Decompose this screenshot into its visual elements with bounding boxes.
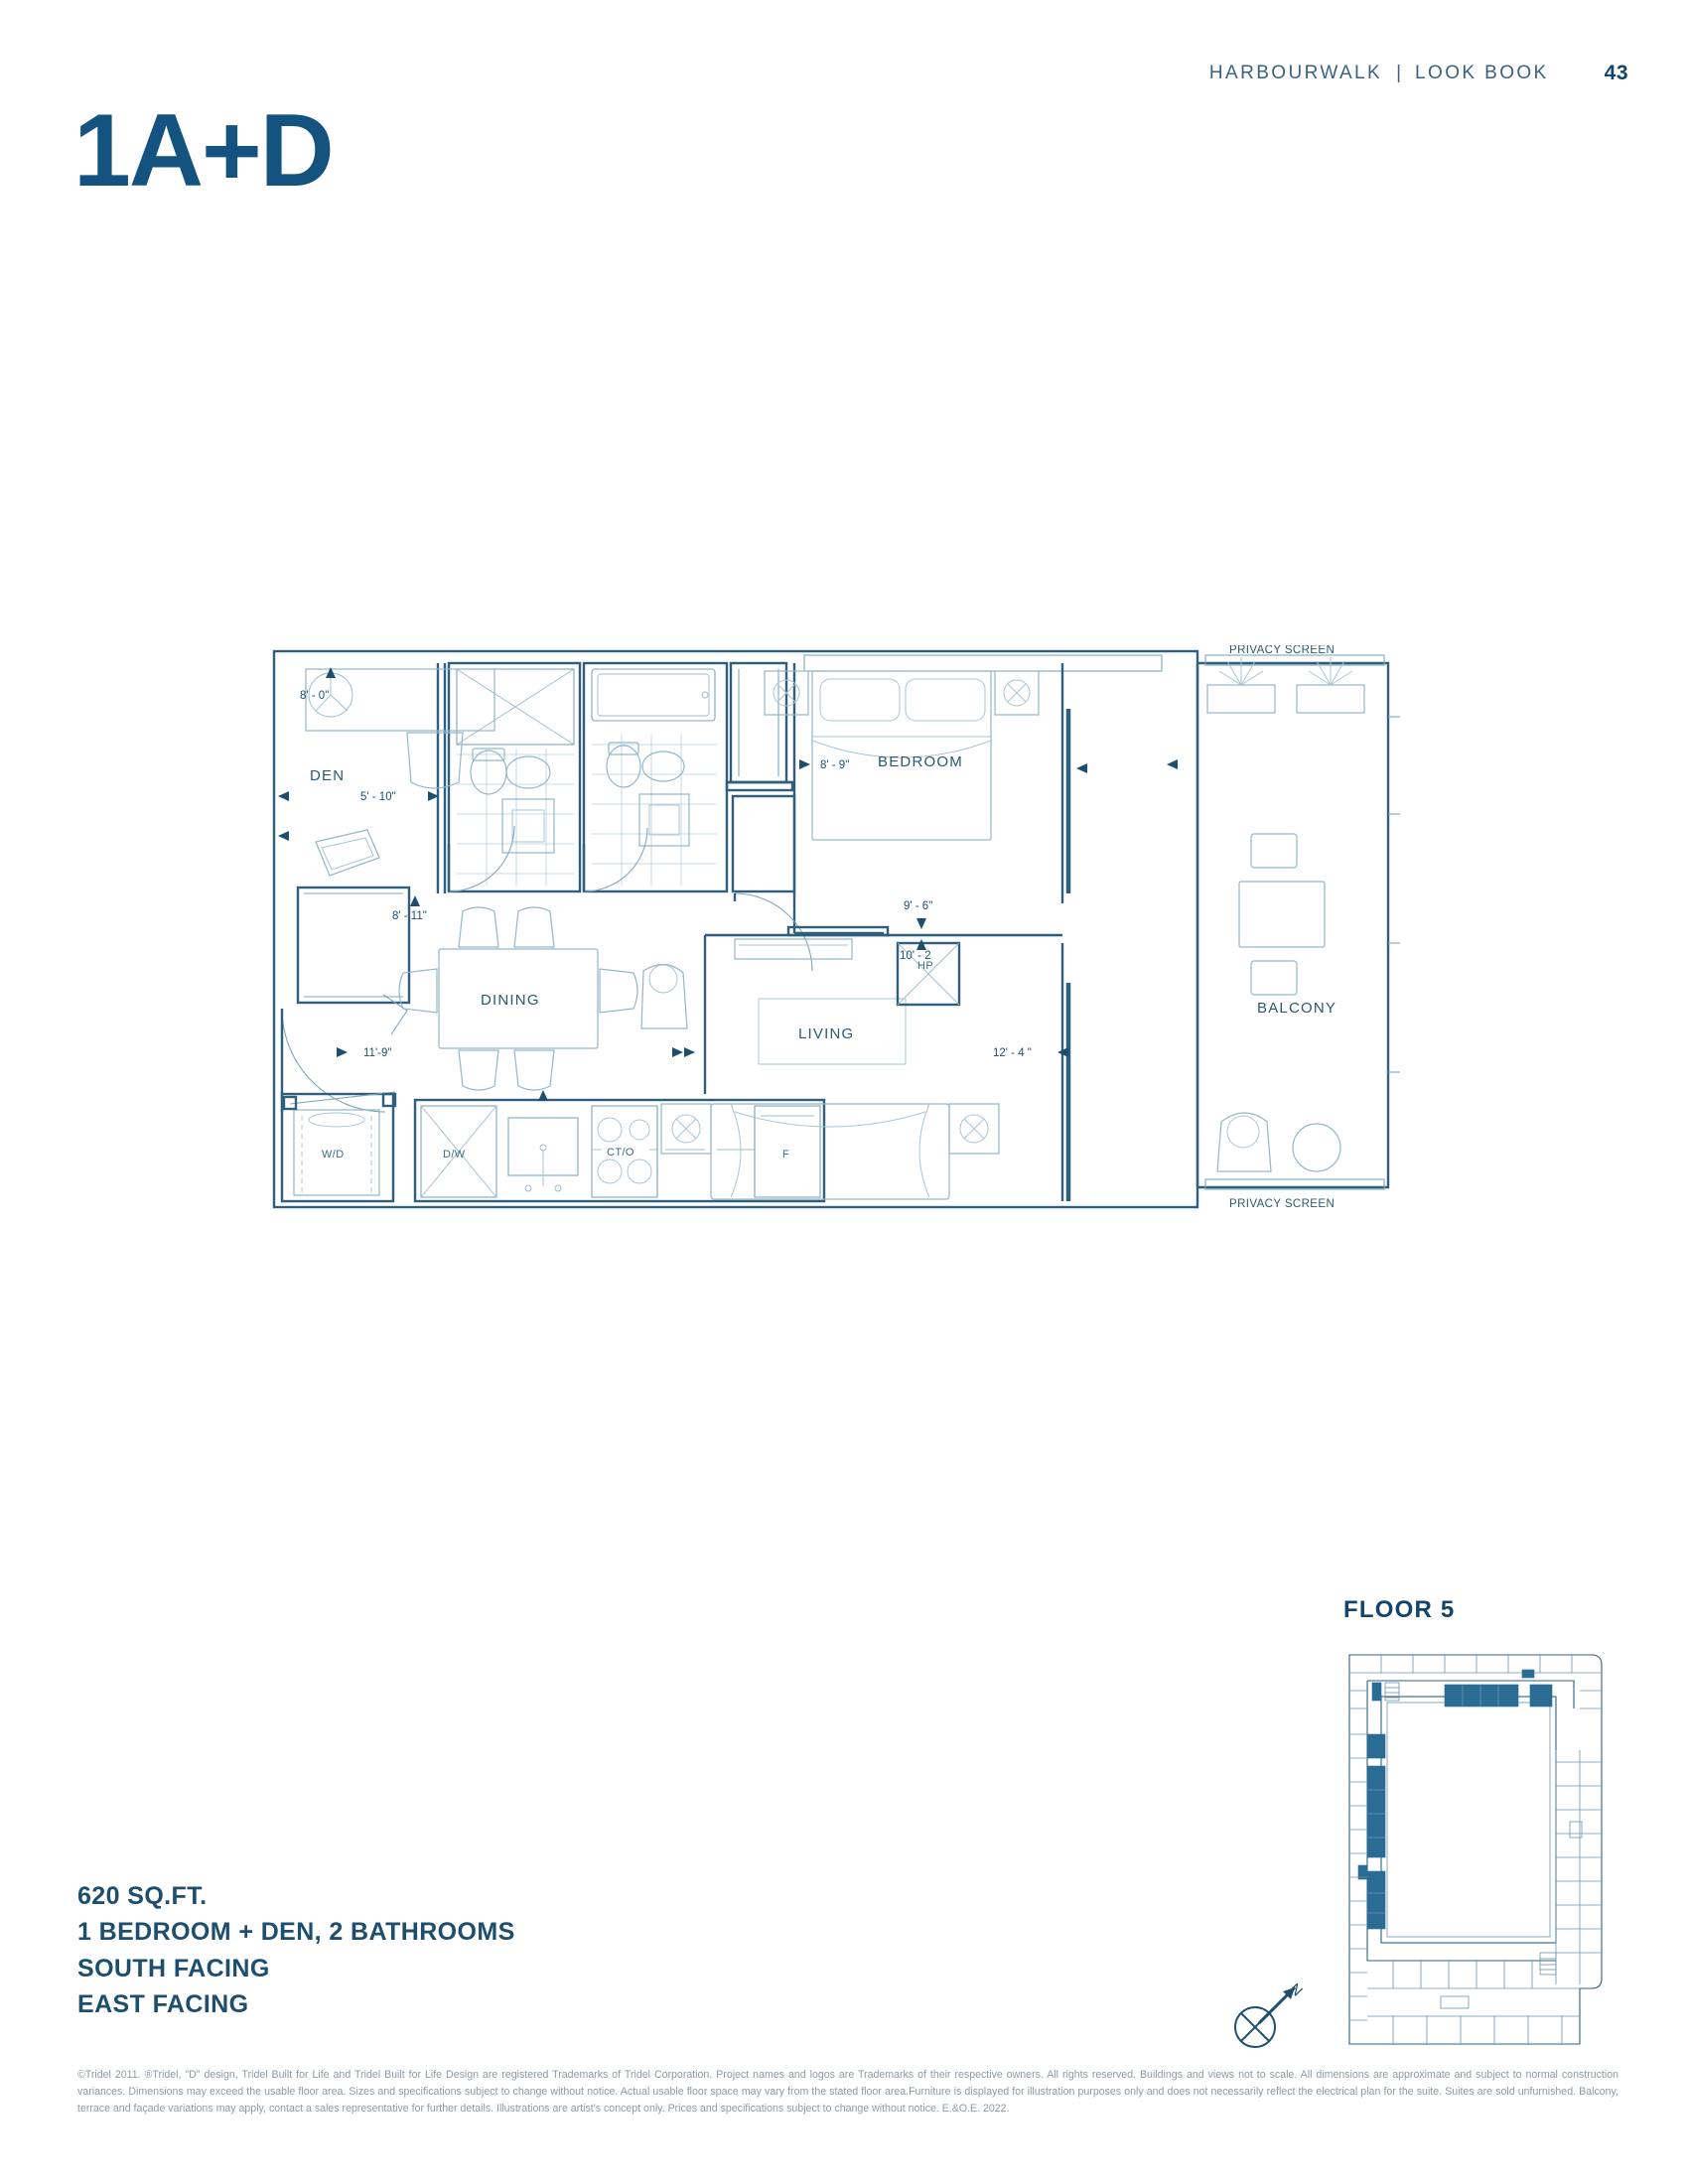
header-separator: | (1396, 63, 1402, 83)
appliance-label-fridge: F (782, 1149, 789, 1160)
dimension-den-depth: 5' - 10" (360, 791, 396, 803)
keyplan-title: FLOOR 5 (1343, 1596, 1456, 1623)
dimension-bath-width: 8' - 11" (392, 910, 427, 922)
dimension-bedroom-width: 8' - 9" (820, 759, 849, 771)
appliance-label-heat-pump: HP (917, 960, 933, 972)
suite-title: 1A+D (73, 93, 335, 208)
dimension-bedroom-depth: 9' - 6" (904, 900, 932, 912)
dimension-den-width: 8' - 0" (300, 690, 329, 702)
legal-disclaimer: ©Tridel 2011. ®Tridel, "D" design, Tride… (77, 2069, 1618, 2116)
room-label-balcony: BALCONY (1257, 1000, 1336, 1017)
appliance-label-cooktop-oven: CT/O (607, 1147, 634, 1159)
dimension-dining-width: 11'-9" (363, 1047, 391, 1059)
suite-specifications: 620 SQ.FT. 1 BEDROOM + DEN, 2 BATHROOMS … (77, 1878, 515, 2022)
header-project-name: HARBOURWALK (1208, 63, 1383, 83)
room-label-dining: DINING (481, 992, 540, 1009)
floorplan-drawing: .wall { fill:none; stroke:#2f5f7d; strok… (268, 645, 1440, 1380)
page-header: HARBOURWALK | LOOK BOOK 43 (1209, 62, 1628, 85)
annotation-privacy-screen-bottom: PRIVACY SCREEN (1229, 1198, 1335, 1210)
spec-exposure-east: EAST FACING (77, 1989, 249, 2018)
appliance-label-dishwasher: D/W (443, 1149, 466, 1160)
keyplan-drawing: .kpline { fill:none; stroke:#2f5f7d; str… (1345, 1651, 1614, 2048)
spec-area: 620 SQ.FT. (77, 1882, 208, 1910)
room-label-bedroom: BEDROOM (878, 753, 963, 770)
room-label-den: DEN (310, 767, 345, 784)
page-number: 43 (1604, 62, 1628, 84)
header-section-name: LOOK BOOK (1415, 63, 1549, 83)
compass-rose: N (1227, 1976, 1317, 2055)
spec-exposure-south: SOUTH FACING (77, 1954, 270, 1982)
room-label-living: LIVING (798, 1025, 854, 1042)
annotation-privacy-screen-top: PRIVACY SCREEN (1229, 645, 1335, 656)
spec-layout: 1 BEDROOM + DEN, 2 BATHROOMS (77, 1918, 515, 1947)
dimension-living-depth: 10' - 2 (900, 950, 931, 962)
dimension-living-width: 12' - 4 " (993, 1047, 1032, 1059)
appliance-label-washer-dryer: W/D (322, 1149, 345, 1160)
